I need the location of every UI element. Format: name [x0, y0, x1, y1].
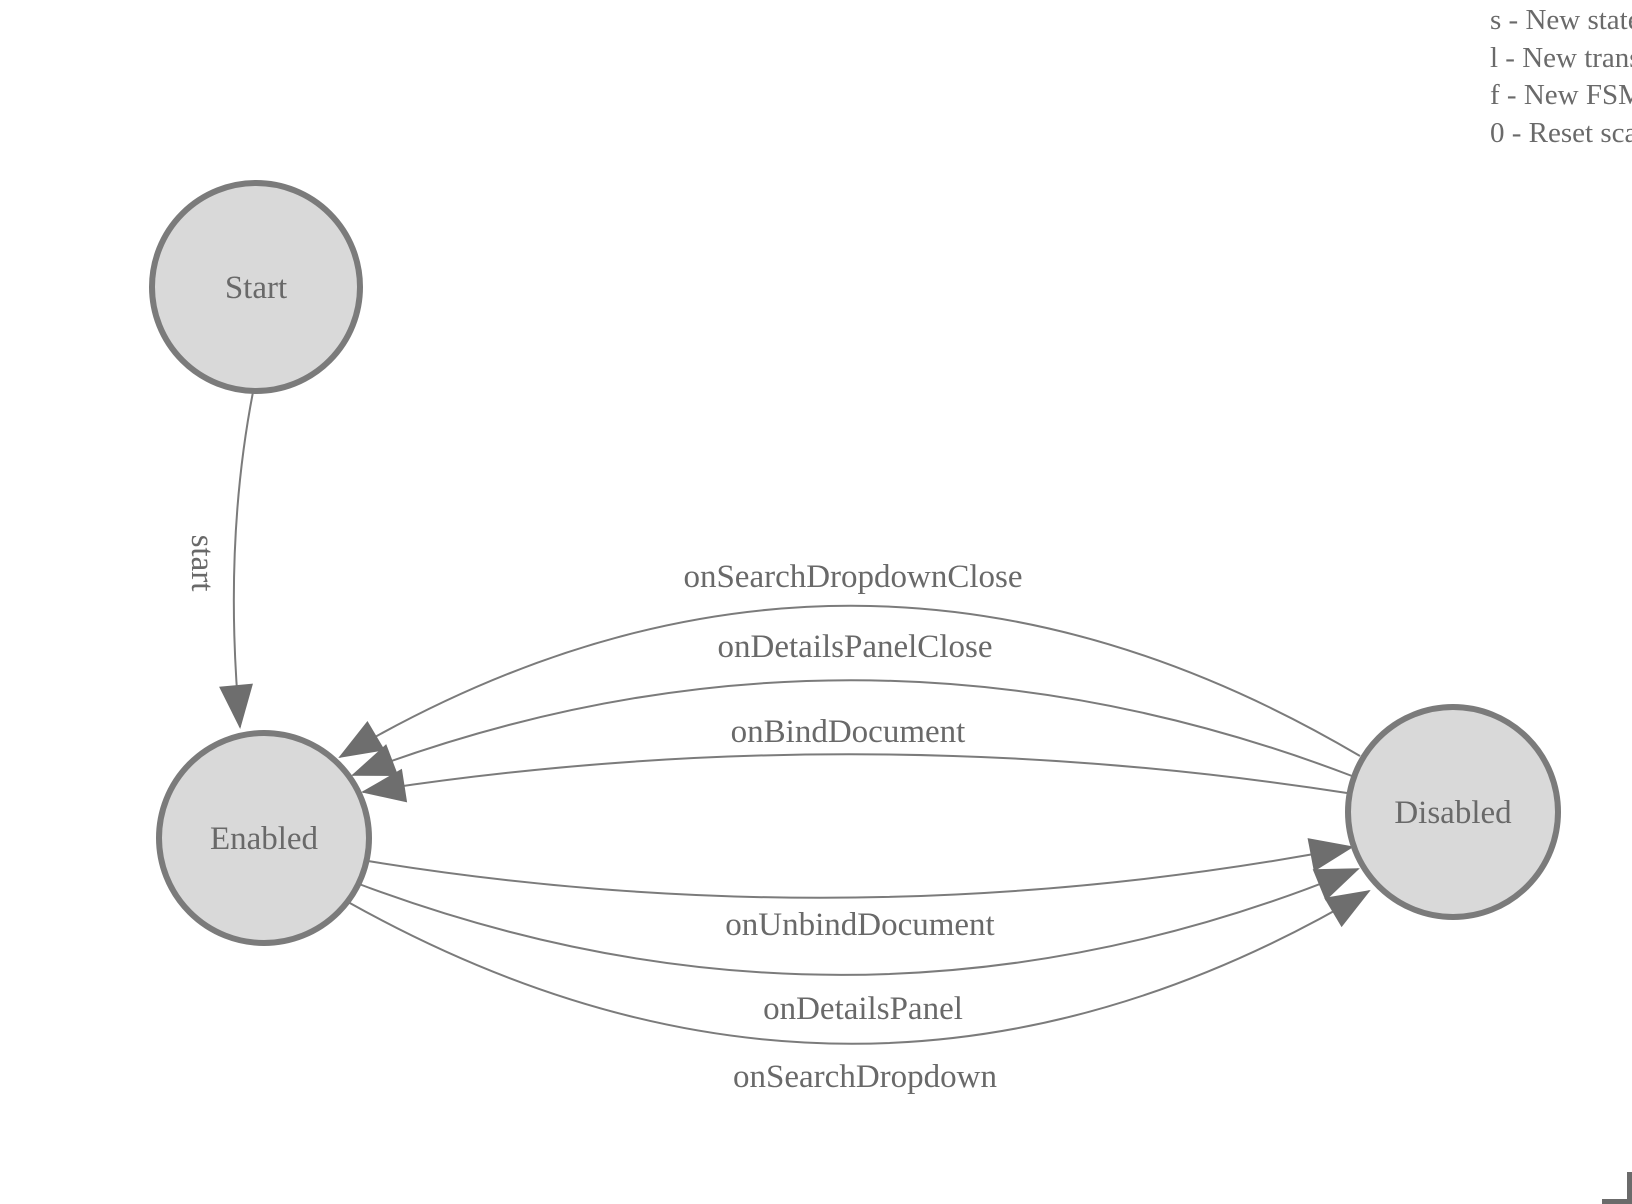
partial-box-corner [1602, 1172, 1632, 1204]
state-label-disabled: Disabled [1394, 795, 1512, 831]
edge-onUnbindDocument[interactable] [367, 838, 1354, 899]
state-label-enabled: Enabled [210, 821, 319, 857]
edge-onSearchDropdownClose[interactable] [338, 604, 1361, 759]
partial-box-corner-vertical-bar [1627, 1172, 1632, 1204]
state-label-start: Start [225, 270, 287, 306]
edge-label-onSearchDropdownClose[interactable]: onSearchDropdownClose [683, 559, 1022, 595]
edge-onDetailsPanelClose[interactable] [351, 679, 1353, 777]
hotkey-line-new-fsm: f - New FSM [1490, 79, 1632, 112]
state-node-start[interactable] [149, 180, 363, 394]
edge-onDetailsPanel[interactable] [358, 868, 1360, 976]
edge-label-onSearchDropdown[interactable]: onSearchDropdown [733, 1059, 997, 1095]
edge-label-onDetailsPanelClose[interactable]: onDetailsPanelClose [718, 629, 993, 665]
state-node-enabled[interactable] [156, 730, 372, 946]
edge-label-onDetailsPanel[interactable]: onDetailsPanel [763, 991, 963, 1027]
partial-box-corner-horizontal-bar [1602, 1199, 1632, 1204]
edge-label-onBindDocument[interactable]: onBindDocument [731, 714, 966, 750]
hotkey-legend: s - New state l - New transition f - New… [1490, 2, 1632, 153]
edge-onBindDocument[interactable] [361, 753, 1348, 803]
hotkey-line-new-transition: l - New transition [1490, 41, 1632, 74]
edge-label-start[interactable]: start [184, 535, 220, 592]
edge-label-onUnbindDocument[interactable]: onUnbindDocument [725, 907, 994, 943]
hotkey-line-reset-scale: 0 - Reset scale [1490, 117, 1632, 150]
edge-onSearchDropdown[interactable] [347, 889, 1371, 1045]
hotkey-line-new-state: s - New state [1490, 4, 1632, 36]
state-node-disabled[interactable] [1345, 704, 1561, 920]
edge-start[interactable] [219, 391, 254, 729]
